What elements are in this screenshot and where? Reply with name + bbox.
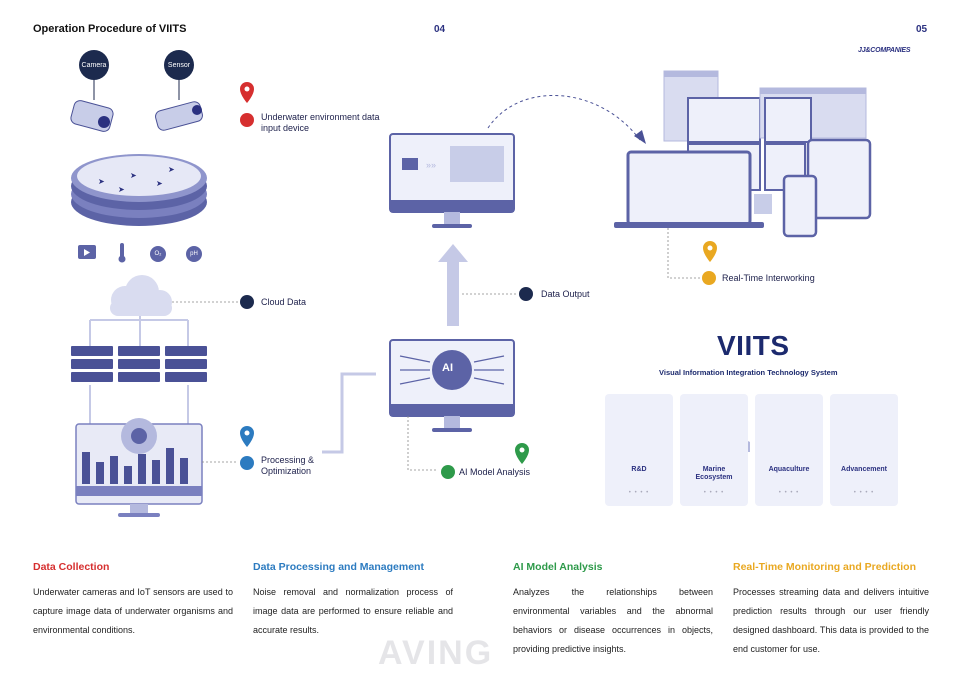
section-text-collection: Underwater cameras and IoT sensors are u… (33, 587, 233, 635)
card-dots: • • • • (703, 490, 725, 496)
data-output-label: Data Output (541, 289, 590, 299)
svg-text:➤: ➤ (156, 179, 163, 188)
page-number-left: 04 (434, 24, 446, 35)
card-label: Advancement (841, 466, 887, 473)
realtime-label: Real-Time Interworking (722, 273, 815, 283)
card-label: Marine Ecosystem (695, 466, 733, 481)
server-icon (71, 346, 207, 382)
output-monitor-icon: »» (389, 133, 515, 228)
oxygen-badge: O₂ (150, 246, 166, 262)
svg-text:➤: ➤ (118, 185, 125, 194)
ai-model-label: AI Model Analysis (459, 467, 531, 477)
page-title: Operation Procedure of VIITS (33, 23, 187, 35)
svg-text:»»: »» (426, 160, 436, 170)
card-dots: • • • • (778, 490, 800, 496)
cloud-icon (110, 275, 172, 316)
card-marine: Marine Ecosystem • • • • (680, 394, 748, 506)
sensor-node: Sensor (164, 50, 194, 80)
watermark: AVING (378, 634, 494, 672)
thermometer-icon (120, 243, 124, 259)
card-aquaculture: Aquaculture • • • • (755, 394, 823, 506)
svg-text:➤: ➤ (130, 171, 137, 180)
card-dots: • • • • (853, 490, 875, 496)
section-text-monitoring: Processes streaming data and delivers in… (733, 587, 929, 654)
viits-title: VIITS (717, 330, 790, 361)
section-heading-collection: Data Collection (33, 561, 110, 573)
sensor-device-icon (155, 78, 203, 131)
card-advancement: Advancement • • • • (830, 394, 898, 506)
processing-label: Processing & Optimization (261, 455, 315, 476)
cloud-data-label: Cloud Data (261, 297, 307, 307)
fish-tank-icon: ➤ ➤ ➤ ➤ ➤ (71, 154, 207, 226)
section-text-processing: Noise removal and normalization process … (253, 587, 453, 635)
ai-monitor-icon (389, 339, 515, 432)
section-heading-ai: AI Model Analysis (513, 561, 603, 573)
location-pin-icon (240, 82, 717, 464)
svg-text:➤: ➤ (168, 165, 175, 174)
ai-chip-label: AI (442, 362, 453, 374)
section-heading-processing: Data Processing and Management (253, 561, 424, 573)
input-device-label: Underwater environment data input device (261, 112, 380, 133)
card-rnd: R&D • • • • (605, 394, 673, 506)
viits-subtitle: Visual Information Integration Technolog… (659, 368, 838, 377)
ph-badge: pH (186, 246, 202, 262)
processing-monitor-icon (75, 418, 203, 517)
device-cluster-icon (614, 70, 872, 238)
section-heading-monitoring: Real-Time Monitoring and Prediction (733, 561, 916, 573)
card-dots: • • • • (628, 490, 650, 496)
page-number-right: 05 (916, 24, 928, 35)
arrow-up-icon (438, 244, 468, 326)
svg-text:➤: ➤ (98, 177, 105, 186)
card-label: R&D (631, 466, 647, 473)
camera-node: Camera (79, 50, 109, 80)
section-text-ai: Analyzes the relationships between envir… (513, 587, 713, 654)
brand-logo: JJ&COMPANIES (858, 47, 911, 54)
card-label: Aquaculture (768, 466, 810, 473)
camera-device-icon (70, 78, 114, 132)
